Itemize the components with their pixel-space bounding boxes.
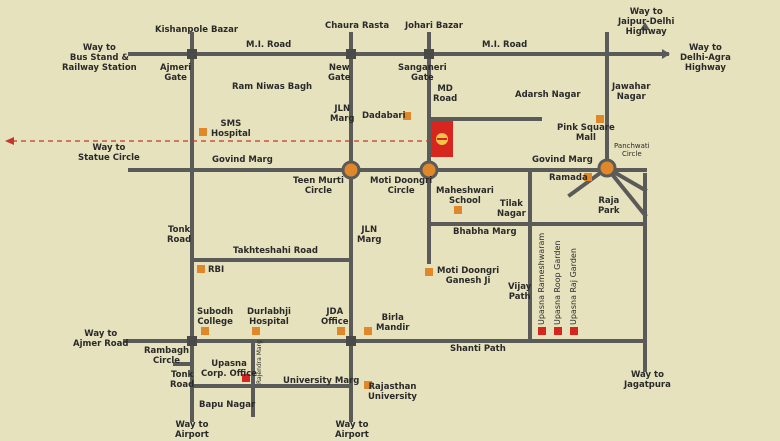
label-upasna-corp-office: Upasna Corp. Office <box>201 359 258 379</box>
label-jawahar-nagar: Jawahar Nagar <box>612 82 651 102</box>
junction-chaura-rasta <box>346 49 356 59</box>
label-moti-doongri-circle: Moti Doongri Circle <box>370 176 433 196</box>
rbi-marker <box>197 265 205 273</box>
label-tilak-nagar: Tilak Nagar <box>497 199 526 219</box>
label-ramada: Ramada <box>549 173 588 183</box>
junction-jda <box>346 336 356 346</box>
label-teen-murti-circle: Teen Murti Circle <box>293 176 344 196</box>
label-way-statue-circle: Way to Statue Circle <box>78 143 140 163</box>
label-mi-road-2: M.I. Road <box>482 40 528 50</box>
ramada-marker <box>584 173 592 181</box>
arrow-right-icon <box>662 49 670 59</box>
panchwati-circle-icon <box>597 158 617 178</box>
label-upasna-rameshwaram: Upasna Rameshwaram <box>537 232 546 325</box>
label-johari-bazar: Johari Bazar <box>405 21 463 31</box>
birla-mandir-marker <box>364 327 372 335</box>
label-university-marg: University Marg <box>283 376 360 386</box>
label-ajmeri-gate: Ajmeri Gate <box>160 63 192 83</box>
upasna-rameshwaram-marker <box>538 327 546 335</box>
label-takhteshahi-road: Takhteshahi Road <box>233 246 318 256</box>
label-rajendra-marg: Rajendra Marg <box>256 340 263 384</box>
teen-murti-circle-icon <box>341 160 361 180</box>
label-shanti-path: Shanti Path <box>450 344 506 354</box>
upasna-corp-office-marker <box>242 374 250 382</box>
label-bapu-nagar: Bapu Nagar <box>199 400 256 410</box>
subodh-college-marker <box>201 327 209 335</box>
label-durlabhji-hospital: Durlabhji Hospital <box>247 307 291 327</box>
label-vijay-path: Vijay Path <box>508 282 532 302</box>
label-tonk-road-2: Tonk Road <box>170 370 195 390</box>
label-way-bus-stand: Way to Bus Stand & Railway Station <box>62 43 137 73</box>
label-upasna-raj-garden: Upasna Raj Garden <box>569 248 578 325</box>
direction-arrow-head <box>5 137 14 145</box>
label-bhabha-marg: Bhabha Marg <box>453 227 517 237</box>
label-raja-park: Raja Park <box>598 196 620 216</box>
label-kishanpole-bazar: Kishanpole Bazar <box>155 25 239 35</box>
label-md-road: MD Road <box>433 84 458 104</box>
label-new-gate: New Gate <box>328 63 351 83</box>
dadabari-marker <box>403 112 411 120</box>
label-way-jaipur-delhi: Way to Jaipur-Delhi Highway <box>618 7 675 37</box>
label-way-airport-2: Way to Airport <box>335 420 369 440</box>
label-adarsh-nagar: Adarsh Nagar <box>515 90 581 100</box>
label-ram-niwas-bagh: Ram Niwas Bagh <box>232 82 313 92</box>
label-upasna-roop-garden: Upasna Roop Garden <box>553 240 562 325</box>
label-maheshwari-school: Maheshwari School <box>436 186 494 206</box>
label-dadabari: Dadabari <box>362 111 406 121</box>
junction-rambagh <box>187 336 197 346</box>
label-way-ajmer-road: Way to Ajmer Road <box>73 329 129 349</box>
label-sanganeri-gate: Sanganeri Gate <box>398 63 447 83</box>
moti-doongri-circle-icon <box>419 160 439 180</box>
label-jln-marg-2: JLN Marg <box>357 225 382 245</box>
label-pink-square-mall: Pink Square Mall <box>557 123 615 143</box>
panchwati-road-1 <box>604 165 648 218</box>
sms-hospital-marker <box>199 128 207 136</box>
upasna-raj-garden-marker <box>570 327 578 335</box>
junction-johari-bazar <box>424 49 434 59</box>
label-jln-marg-1: JLN Marg <box>330 104 355 124</box>
label-birla-mandir: Birla Mandir <box>376 313 410 333</box>
label-way-jagatpura: Way to Jagatpura <box>624 370 671 390</box>
label-jda-office: JDA Office <box>321 307 349 327</box>
label-tonk-road-1: Tonk Road <box>167 225 192 245</box>
label-subodh-college: Subodh College <box>197 307 234 327</box>
label-govind-marg-2: Govind Marg <box>532 155 593 165</box>
label-govind-marg-1: Govind Marg <box>212 155 273 165</box>
junction-kishanpole <box>187 49 197 59</box>
moti-doongri-ganesh-marker <box>425 268 433 276</box>
label-moti-doongri-ganesh: Moti Doongri Ganesh Ji <box>437 266 500 286</box>
label-panchwati-circle: Panchwati Circle <box>614 142 650 158</box>
maheshwari-school-marker <box>454 206 462 214</box>
rajasthan-university-marker <box>364 381 372 389</box>
label-rambagh-circle: Rambagh Circle <box>144 346 190 366</box>
label-mi-road-1: M.I. Road <box>246 40 292 50</box>
pink-square-mall-marker <box>596 115 604 123</box>
label-rbi: RBI <box>208 265 225 275</box>
arrow-up-icon <box>640 22 650 30</box>
durlabhji-hospital-marker <box>252 327 260 335</box>
upasna-roop-garden-marker <box>554 327 562 335</box>
label-way-airport-1: Way to Airport <box>175 420 209 440</box>
label-chaura-rasta: Chaura Rasta <box>325 21 390 31</box>
label-sms-hospital: SMS Hospital <box>211 119 251 139</box>
jda-office-marker <box>337 327 345 335</box>
label-rajasthan-university: Rajasthan University <box>368 382 417 402</box>
label-way-delhi-agra: Way to Delhi-Agra Highway <box>680 43 731 73</box>
